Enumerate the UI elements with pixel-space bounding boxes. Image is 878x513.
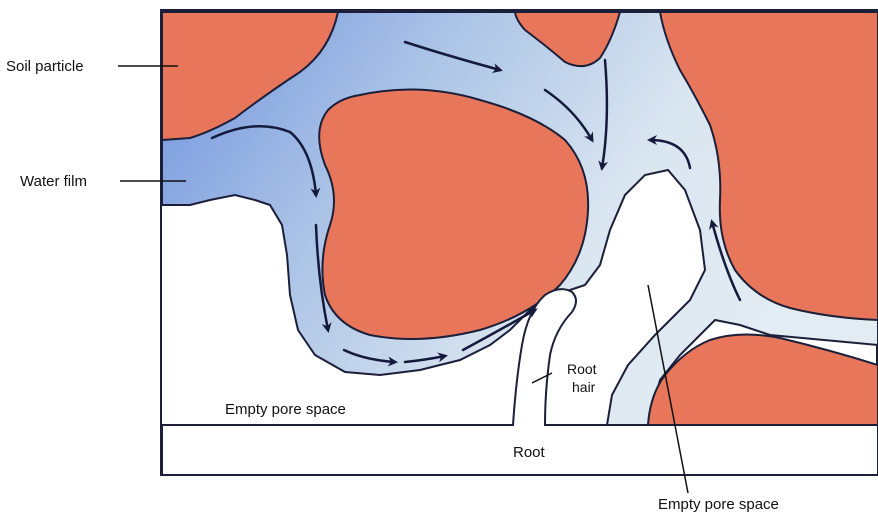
soil-particle-label: Soil particle [6,58,84,75]
empty-pore-left-label: Empty pore space [225,401,346,418]
root-hair-label-line2: hair [572,379,596,395]
empty-pore-bottom-label: Empty pore space [658,496,779,513]
water-film-label: Water film [20,173,87,190]
root-hair-label-line1: Root [567,361,597,377]
root-label: Root [513,444,546,461]
